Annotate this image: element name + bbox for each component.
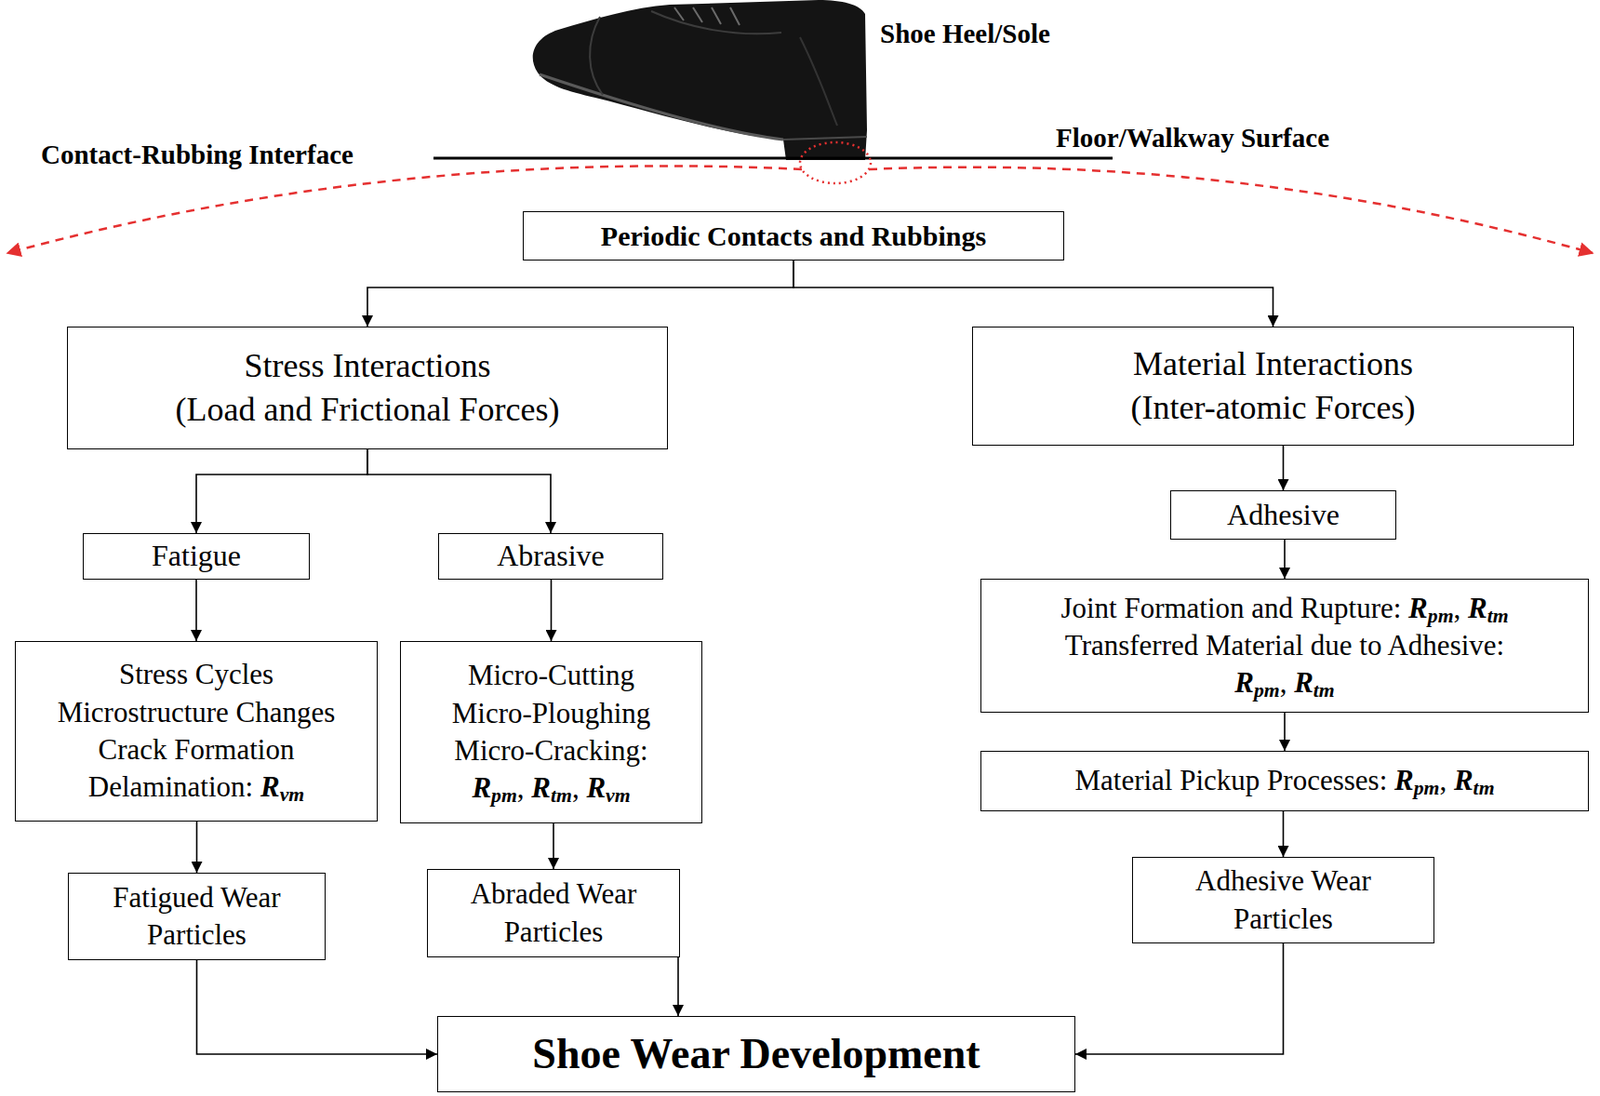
node-text: Material Interactions (Inter-atomic Forc… [1130,342,1415,430]
part-label: Floor/Walkway Surface [1055,122,1330,154]
node-text: Fatigue [151,536,241,576]
flow-arrow [195,579,198,641]
flow-arrow [1075,943,1284,1054]
process-box: Adhesive Wear Particles [1132,856,1435,944]
shoe-heel-edge [783,136,867,140]
node-text: Periodic Contacts and Rubbings [600,217,987,254]
flow-arrow [367,260,794,327]
flow-arrow [197,960,439,1054]
contact-zone-circle [800,142,871,184]
shoe-heel-counter [800,37,838,126]
shoe-laces [674,7,740,26]
flow-arrow [550,579,553,641]
shoe-sole-edge [539,74,784,140]
node-text: Adhesive Wear Particles [1195,862,1372,938]
part-label: Shoe Heel/Sole [880,18,1051,50]
flow-arrow [793,260,1274,327]
process-box: Material Interactions (Inter-atomic Forc… [972,326,1574,446]
node-text: Joint Formation and Rupture: Rpm, Rtm [1060,589,1508,627]
process-box: Abraded Wear Particles [426,868,680,958]
shoe-toe-cap [589,16,603,95]
node-text: Micro-Cutting Micro-Ploughing Micro-Crac… [452,656,652,807]
process-box: Stress Interactions (Load and Frictional… [66,326,668,450]
process-box: Micro-Cutting Micro-Ploughing Micro-Crac… [400,640,703,824]
floor-line [433,157,1113,160]
flow-arrow [1282,811,1285,857]
flow-arrow [367,449,551,534]
process-box: Fatigued Wear Particles [67,872,326,960]
process-box: Fatigue [82,533,310,580]
node-text: Stress Cycles Microstructure Changes Cra… [57,655,336,806]
node-text: Fatigued Wear Particles [112,879,280,955]
node-text: Abraded Wear Particles [470,875,638,951]
node-text: Abrasive [496,536,605,576]
shoe-upper [533,0,867,160]
node-text: Shoe Wear Development [532,1026,980,1082]
flow-arrow [196,449,368,534]
process-box: Joint Formation and Rupture: Rpm, RtmTra… [980,578,1589,713]
process-box: Adhesive [1170,490,1397,540]
process-box: Periodic Contacts and Rubbings [522,211,1065,261]
node-text: Material Pickup Processes: Rpm, Rtm [1074,761,1494,800]
node-text: Stress Interactions (Load and Frictional… [175,344,560,432]
node-text: Adhesive [1226,495,1340,535]
flow-arrow [1283,539,1286,579]
flow-arrow [677,957,680,1016]
flow-arrow [552,823,555,869]
node-text: Transferred Material due to Adhesive: Rp… [1065,626,1505,703]
part-label: Contact-Rubbing Interface [40,139,354,171]
flow-arrow [1282,445,1285,491]
flow-arrow [1283,712,1286,751]
shoe-illustration [533,0,867,160]
flow-arrow [196,821,199,873]
process-box: Stress Cycles Microstructure Changes Cra… [14,640,378,822]
result-box: Shoe Wear Development [437,1015,1076,1093]
process-box: Abrasive [438,533,664,580]
process-box: Material Pickup Processes: Rpm, Rtm [980,750,1589,812]
